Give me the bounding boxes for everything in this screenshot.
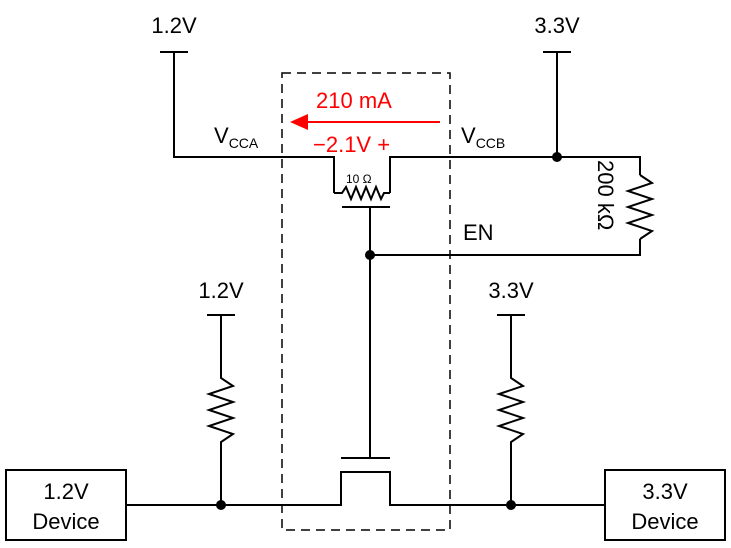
- pullup-resistor-left: [205, 315, 237, 505]
- current-arrow-head: [290, 114, 308, 130]
- vccb-junction: [552, 152, 562, 162]
- vccb-wire: [389, 156, 641, 193]
- rail-3v3-mid-label: 3.3V: [488, 278, 534, 303]
- pullup-resistor-label: 200 kΩ: [593, 160, 618, 230]
- left-junction: [216, 500, 226, 510]
- pullup-resistor-right: [495, 315, 527, 505]
- ic-boundary: [281, 72, 451, 531]
- right-device-voltage: 3.3V: [642, 479, 688, 504]
- right-junction: [506, 500, 516, 510]
- internal-resistor-10-ohm: [334, 184, 390, 202]
- en-label: EN: [463, 220, 494, 245]
- pass-transistor-channel: [126, 471, 605, 506]
- vcca-label: VCCA: [214, 123, 259, 151]
- vccb-label: VCCB: [461, 123, 505, 151]
- pullup-resistor-200k: [624, 174, 656, 240]
- internal-resistor-label: 10 Ω: [346, 172, 372, 186]
- left-device-box: [5, 469, 127, 541]
- voltage-drop-label: −2.1V +: [313, 132, 390, 157]
- right-device-box: [604, 469, 726, 541]
- rail-1v2-mid-label: 1.2V: [198, 278, 244, 303]
- vcca-wire: [173, 52, 335, 193]
- left-device-voltage: 1.2V: [43, 479, 89, 504]
- pullup-to-en-wire: [370, 239, 641, 256]
- rail-3v3-top-label: 3.3V: [534, 13, 580, 38]
- left-device-name: Device: [32, 509, 99, 534]
- current-label: 210 mA: [316, 88, 392, 113]
- rail-1v2-top-label: 1.2V: [151, 13, 197, 38]
- right-device-name: Device: [631, 509, 698, 534]
